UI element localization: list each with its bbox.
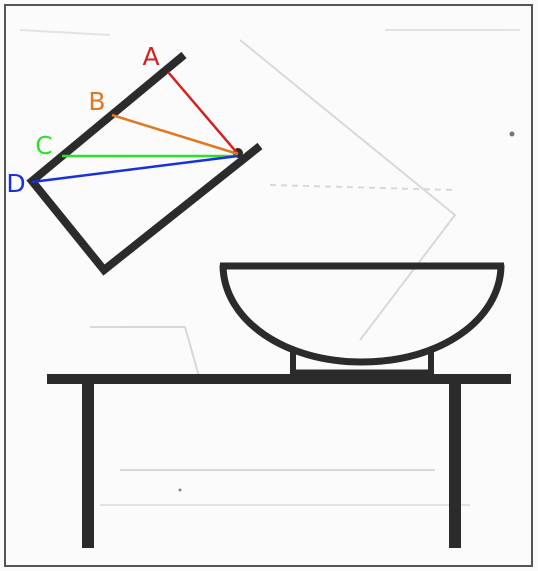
faint-background-marks xyxy=(19,29,520,506)
table-left-leg xyxy=(82,382,94,548)
figure-border xyxy=(4,4,533,567)
label-b: B xyxy=(88,87,105,116)
bowl xyxy=(219,262,505,366)
speck xyxy=(509,131,515,137)
line-b xyxy=(111,113,239,156)
speck xyxy=(178,488,182,492)
tilted-container xyxy=(26,51,263,276)
line-d xyxy=(31,154,239,184)
line-a xyxy=(167,71,239,155)
label-a: A xyxy=(142,42,159,71)
table-right-leg xyxy=(449,382,461,548)
table-top xyxy=(47,374,511,384)
label-c: C xyxy=(35,131,52,160)
label-d: D xyxy=(6,169,25,198)
